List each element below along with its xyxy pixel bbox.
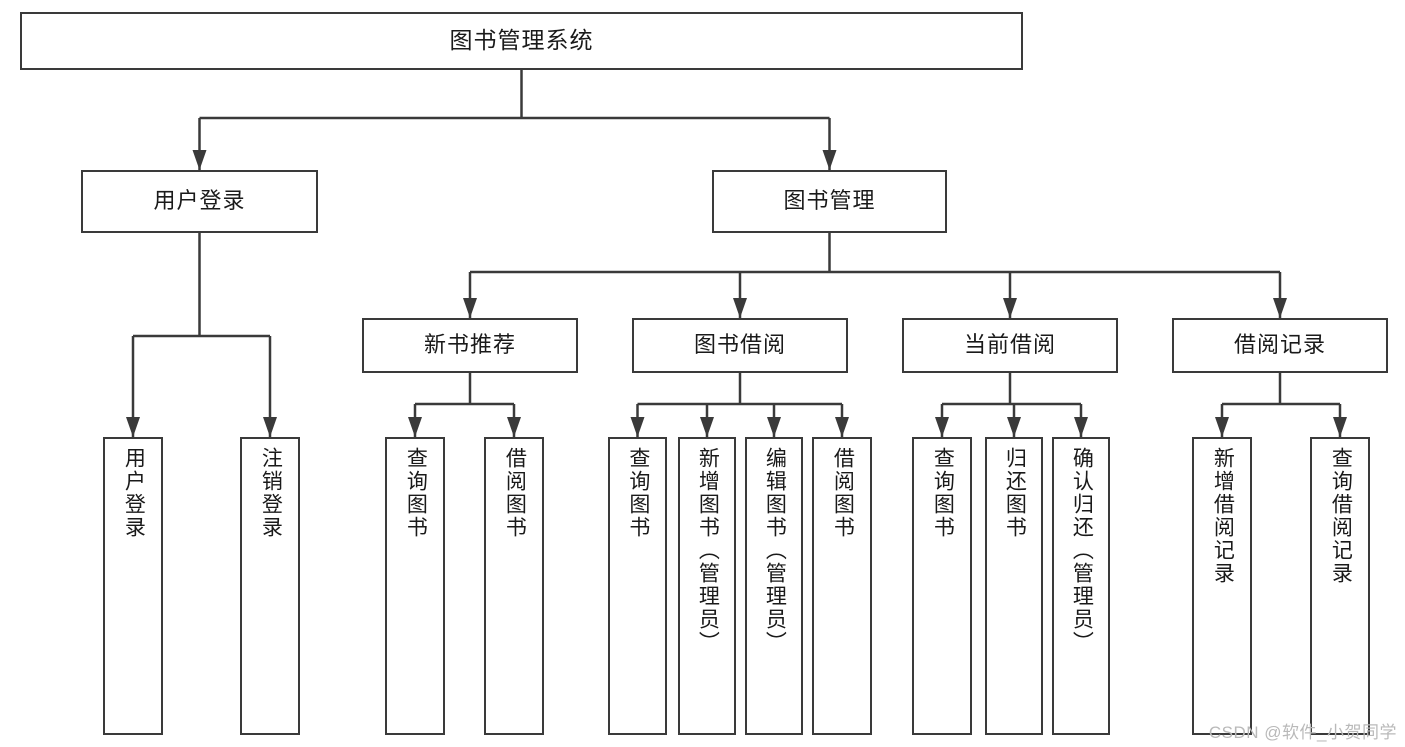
node-bookmgmt[interactable]: 图书管理 xyxy=(712,170,947,233)
arrow-head-icon xyxy=(408,417,422,437)
arrow-head-icon xyxy=(822,150,837,170)
arrow-head-icon xyxy=(507,417,521,437)
arrow-head-icon xyxy=(126,417,140,437)
arrow-head-icon xyxy=(463,298,477,318)
node-label: 当前借阅 xyxy=(963,332,1056,358)
node-records[interactable]: 借阅记录 xyxy=(1172,318,1388,373)
node-label: 新增借阅记录 xyxy=(1211,447,1235,585)
node-newbook[interactable]: 新书推荐 xyxy=(362,318,578,373)
arrow-head-icon xyxy=(1007,417,1021,437)
node-rc-query[interactable]: 查询借阅记录 xyxy=(1310,437,1370,735)
node-label: 图书管理系统 xyxy=(449,27,594,54)
node-current[interactable]: 当前借阅 xyxy=(902,318,1118,373)
node-bo-add[interactable]: 新增图书（管理员） xyxy=(678,437,736,735)
node-label: 查询图书 xyxy=(404,447,428,539)
node-logout[interactable]: 注销登录 xyxy=(240,437,300,735)
arrow-head-icon xyxy=(1215,417,1229,437)
node-root[interactable]: 图书管理系统 xyxy=(20,12,1023,70)
node-cu-confirm[interactable]: 确认归还（管理员） xyxy=(1052,437,1110,735)
node-label: 查询图书 xyxy=(931,447,955,539)
node-label: 新增图书（管理员） xyxy=(696,447,720,654)
arrow-head-icon xyxy=(935,417,949,437)
node-label: 借阅图书 xyxy=(503,447,527,539)
node-label: 编辑图书（管理员） xyxy=(763,447,787,654)
arrow-head-icon xyxy=(835,417,849,437)
node-rc-add[interactable]: 新增借阅记录 xyxy=(1192,437,1252,735)
arrow-head-icon xyxy=(1273,298,1287,318)
node-nb-query[interactable]: 查询图书 xyxy=(385,437,445,735)
node-userlogin[interactable]: 用户登录 xyxy=(103,437,163,735)
node-nb-borrow[interactable]: 借阅图书 xyxy=(484,437,544,735)
node-label: 借阅记录 xyxy=(1233,332,1326,358)
arrow-head-icon xyxy=(630,417,645,437)
node-borrow[interactable]: 图书借阅 xyxy=(632,318,848,373)
node-label: 用户登录 xyxy=(122,447,146,539)
node-label: 用户登录 xyxy=(153,188,246,214)
arrow-head-icon xyxy=(733,298,747,318)
arrow-head-icon xyxy=(1074,417,1088,437)
arrow-head-icon xyxy=(192,150,207,170)
watermark: CSDN @软件_小贺同学 xyxy=(1208,723,1397,742)
node-label: 查询借阅记录 xyxy=(1329,447,1353,585)
node-label: 新书推荐 xyxy=(423,332,516,358)
node-label: 归还图书 xyxy=(1003,447,1027,539)
arrow-head-icon xyxy=(1003,298,1017,318)
arrow-head-icon xyxy=(1333,417,1347,437)
node-label: 图书借阅 xyxy=(693,332,786,358)
node-label: 查询图书 xyxy=(626,447,650,539)
node-bo-lend[interactable]: 借阅图书 xyxy=(812,437,872,735)
node-cu-query[interactable]: 查询图书 xyxy=(912,437,972,735)
arrow-head-icon xyxy=(263,417,277,437)
node-bo-edit[interactable]: 编辑图书（管理员） xyxy=(745,437,803,735)
node-bo-query[interactable]: 查询图书 xyxy=(608,437,667,735)
node-cu-return[interactable]: 归还图书 xyxy=(985,437,1043,735)
arrow-head-icon xyxy=(767,417,781,437)
arrow-head-icon xyxy=(700,417,714,437)
node-label: 确认归还（管理员） xyxy=(1070,447,1094,654)
node-label: 借阅图书 xyxy=(831,447,855,539)
node-label: 注销登录 xyxy=(259,447,283,539)
node-label: 图书管理 xyxy=(783,188,876,214)
node-login[interactable]: 用户登录 xyxy=(81,170,318,233)
